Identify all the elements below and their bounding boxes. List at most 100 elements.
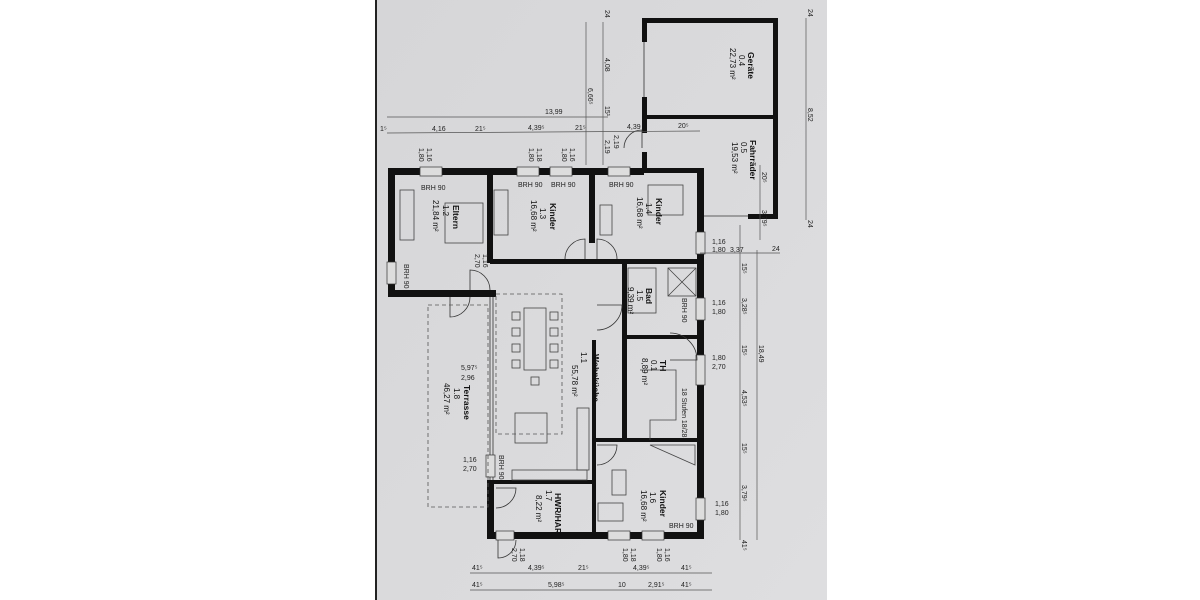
desk-icon: [599, 204, 613, 236]
svg-text:2,19: 2,19: [612, 135, 619, 149]
room-number-wohnkueche: 1.1: [579, 352, 588, 364]
kitchen-counter-icon: [511, 469, 588, 481]
svg-text:1,18: 1,18: [535, 148, 542, 162]
svg-text:1,18: 1,18: [518, 548, 525, 562]
svg-text:41⁵: 41⁵: [472, 565, 483, 572]
svg-text:2,70: 2,70: [510, 548, 517, 562]
room-area-hwr: 8,22 m²: [534, 495, 543, 522]
room-name-geraete: Geräte: [746, 52, 756, 79]
svg-text:1,16: 1,16: [463, 457, 477, 464]
room-name-hwr: HWR/HAR: [553, 493, 563, 534]
svg-text:1,80: 1,80: [621, 548, 628, 562]
bed-icon: [444, 202, 484, 244]
wardrobe-icon: [647, 184, 684, 216]
svg-text:3,79⁵: 3,79⁵: [740, 485, 747, 502]
svg-text:24: 24: [806, 9, 813, 17]
svg-text:15⁵: 15⁵: [740, 443, 747, 454]
brh-label: BRH 90: [551, 182, 576, 189]
room-area-terrasse: 46,27 m²: [442, 383, 451, 415]
dimension-lines: [386, 18, 807, 591]
svg-text:41⁵: 41⁵: [472, 582, 483, 589]
main-walls: [388, 168, 704, 539]
svg-text:1,18: 1,18: [629, 548, 636, 562]
stairs-label: 18 Stufen 18/28: [680, 388, 687, 438]
paper-sheet: [375, 0, 827, 600]
svg-text:4,39⁵: 4,39⁵: [528, 565, 545, 572]
room-area-kinder-14: 16,68 m²: [635, 197, 644, 229]
svg-text:1,16: 1,16: [663, 548, 670, 562]
svg-text:1,80: 1,80: [560, 148, 567, 162]
svg-text:2,70: 2,70: [463, 466, 477, 473]
room-name-kinder-14: Kinder: [654, 198, 664, 226]
svg-text:1,80: 1,80: [715, 510, 729, 517]
doors: [449, 129, 698, 559]
room-name-fahrraeder: Fahrräder: [748, 140, 758, 180]
svg-text:2,96: 2,96: [461, 375, 475, 382]
brh-label: BRH 90: [609, 182, 634, 189]
svg-text:1⁵: 1⁵: [380, 126, 387, 133]
svg-text:5,97⁵: 5,97⁵: [461, 365, 478, 372]
room-area-wohnkueche: 55,78 m²: [570, 365, 579, 397]
svg-text:13,99: 13,99: [545, 109, 563, 116]
kitchen-island-icon: [514, 412, 548, 444]
svg-text:41⁵: 41⁵: [681, 582, 692, 589]
svg-text:24: 24: [806, 220, 813, 228]
svg-text:1,16: 1,16: [712, 239, 726, 246]
room-area-th: 8,89 m²: [640, 358, 649, 385]
svg-text:15⁵: 15⁵: [740, 263, 747, 274]
dimension-labels: 13,99 1⁵ 4,16 21⁵ 4,39⁵ 21⁵ 4,39 20⁵ 6,6…: [380, 9, 813, 589]
wardrobe-icon: [399, 189, 415, 241]
room-area-fahrraeder: 19,53 m²: [730, 142, 739, 174]
shower-icon: [667, 267, 697, 297]
brh-label: BRH 90: [680, 298, 687, 323]
wardrobe-icon: [493, 189, 509, 236]
svg-text:3,79⁵: 3,79⁵: [760, 210, 767, 227]
brh-label: BRH 90: [402, 264, 409, 289]
svg-text:20⁵: 20⁵: [678, 123, 689, 130]
svg-text:2,70: 2,70: [473, 254, 480, 268]
svg-text:1,16: 1,16: [425, 148, 432, 162]
svg-text:4,16: 4,16: [432, 126, 446, 133]
svg-text:6,66⁵: 6,66⁵: [586, 88, 593, 105]
svg-text:21⁵: 21⁵: [475, 126, 486, 133]
room-area-kinder-13: 16,68 m²: [529, 200, 538, 232]
svg-text:Eltern: Eltern: [451, 205, 461, 229]
svg-text:41⁵: 41⁵: [740, 540, 747, 551]
room-number-kinder-14: 1.4: [644, 203, 653, 215]
room-number-eltern: 1.2: [441, 205, 450, 217]
room-area-kinder-16: 16,68 m²: [639, 490, 648, 522]
svg-text:24: 24: [603, 10, 610, 18]
svg-text:1,80: 1,80: [417, 148, 424, 162]
room-labels: Eltern 1.2 21,84 m² Kinder 1.3 16,68 m² …: [431, 48, 758, 534]
terrace-outline: [427, 304, 489, 508]
room-number-kinder-16: 1.6: [648, 492, 657, 504]
room-number-hwr: 1.7: [544, 490, 553, 502]
svg-text:18,49: 18,49: [757, 345, 764, 363]
room-number-th: 0.1: [649, 360, 658, 372]
room-name-th: TH: [658, 360, 668, 371]
svg-text:21⁵: 21⁵: [578, 565, 589, 572]
svg-text:15⁵: 15⁵: [740, 345, 747, 356]
svg-text:24: 24: [772, 246, 780, 253]
room-number-geraete: 0.4: [737, 55, 746, 67]
svg-text:1,80: 1,80: [712, 355, 726, 362]
room-name-terrasse: Terrasse: [462, 385, 472, 420]
svg-text:20⁵: 20⁵: [760, 172, 767, 183]
svg-text:41⁵: 41⁵: [681, 565, 692, 572]
svg-text:3,37: 3,37: [730, 247, 744, 254]
brh-label: BRH 90: [497, 455, 504, 480]
room-name-bad: Bad: [644, 288, 654, 304]
svg-text:1,80: 1,80: [712, 247, 726, 254]
room-name-wohnkueche: Wohnküche: [591, 354, 601, 402]
bathtub-icon: [627, 267, 657, 314]
svg-text:1,80: 1,80: [527, 148, 534, 162]
svg-text:1,16: 1,16: [715, 501, 729, 508]
svg-text:5,98⁵: 5,98⁵: [548, 582, 565, 589]
windows: [386, 166, 706, 541]
room-area-geraete: 22,73 m²: [728, 48, 737, 80]
room-name-kinder-16: Kinder: [658, 490, 668, 518]
svg-text:2,19: 2,19: [603, 140, 610, 154]
brh-label: BRH 90: [669, 523, 694, 530]
garage-walls: [642, 18, 778, 219]
